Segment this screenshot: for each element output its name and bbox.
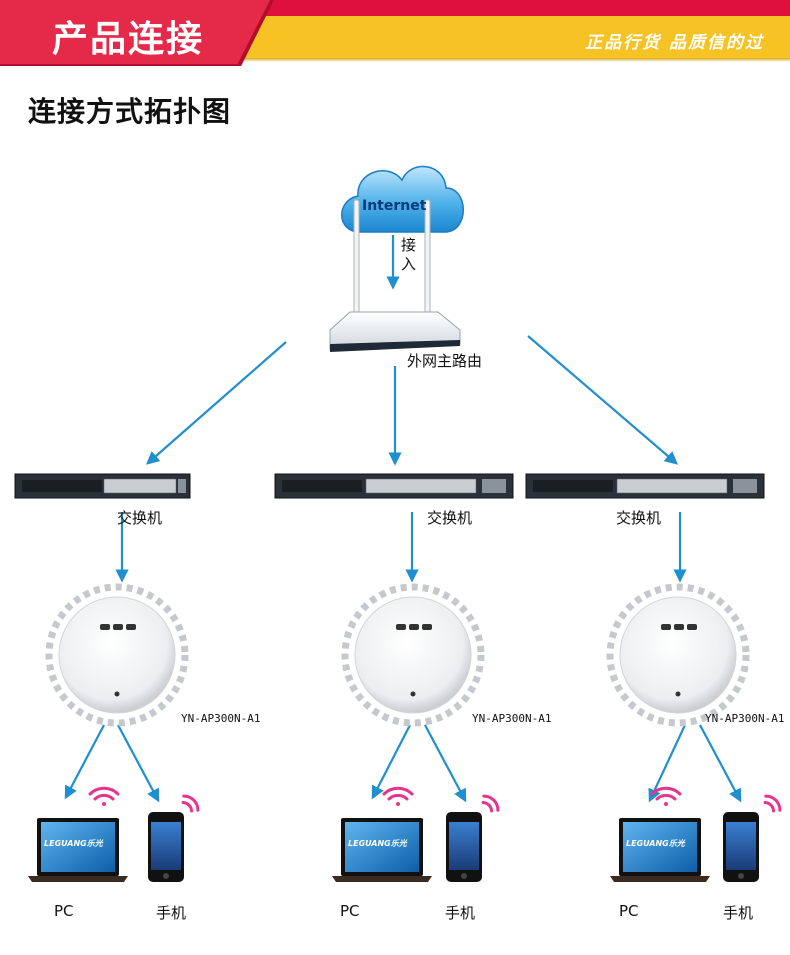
laptop-2	[332, 818, 432, 882]
switch-1	[14, 473, 191, 499]
section-title: 连接方式拓扑图	[28, 95, 232, 128]
phone-3	[723, 812, 759, 882]
banner-tab	[0, 0, 270, 64]
arrow-ap1-pc	[64, 724, 105, 800]
arrow-ap2-pc	[371, 724, 411, 800]
switch-label-2: 交换机	[427, 509, 473, 527]
arrow-ap1-phone	[117, 724, 160, 803]
wifi-icon	[181, 794, 200, 813]
phone-label-2: 手机	[445, 904, 476, 922]
phone-label-3: 手机	[723, 904, 754, 922]
laptop-1	[28, 818, 128, 882]
access-label: 接入	[401, 236, 417, 273]
pc-label-2: PC	[340, 902, 360, 920]
wifi-icon	[88, 786, 120, 806]
pc-label-1: PC	[54, 902, 74, 920]
laptop-brand-3: LEGUANG乐光	[626, 839, 685, 848]
wifi-icon	[650, 786, 682, 806]
internet-cloud	[341, 165, 464, 233]
arrow-router-switch-left	[146, 341, 287, 465]
pc-label-3: PC	[619, 902, 639, 920]
wifi-icon	[763, 794, 782, 813]
arrow-router-switch-right	[527, 335, 679, 465]
arrow-ap2-phone	[424, 724, 467, 803]
access-point-3	[606, 583, 750, 727]
phone-1	[148, 812, 184, 882]
router-label: 外网主路由	[407, 352, 483, 370]
phone-2	[446, 812, 482, 882]
switch-label-3: 交换机	[616, 509, 662, 527]
ap-model-label-3: YN-AP300N-A1	[705, 712, 785, 725]
banner-slogan: 正品行货 品质信的过	[585, 33, 764, 53]
connection-arrows	[64, 235, 742, 803]
access-point-2	[341, 583, 485, 727]
ap-model-label-1: YN-AP300N-A1	[181, 712, 261, 725]
banner-title: 产品连接	[52, 19, 205, 60]
router-device	[329, 199, 461, 352]
ap-model-label-2: YN-AP300N-A1	[472, 712, 552, 725]
laptop-brand-2: LEGUANG乐光	[348, 839, 407, 848]
switch-label-1: 交换机	[117, 509, 163, 527]
access-point-1	[45, 583, 189, 727]
phone-label-1: 手机	[156, 904, 187, 922]
arrow-ap3-phone	[699, 724, 742, 803]
banner-shadow	[0, 58, 790, 62]
wifi-icon	[481, 794, 500, 813]
wifi-icon	[382, 786, 414, 806]
header-banner: 产品连接 正品行货 品质信的过	[0, 0, 790, 70]
laptop-brand-1: LEGUANG乐光	[44, 839, 103, 848]
arrow-ap3-pc	[648, 724, 686, 803]
internet-label: Internet	[362, 198, 427, 214]
laptop-3	[610, 818, 710, 882]
switch-3	[525, 473, 765, 499]
switch-2	[274, 473, 514, 499]
